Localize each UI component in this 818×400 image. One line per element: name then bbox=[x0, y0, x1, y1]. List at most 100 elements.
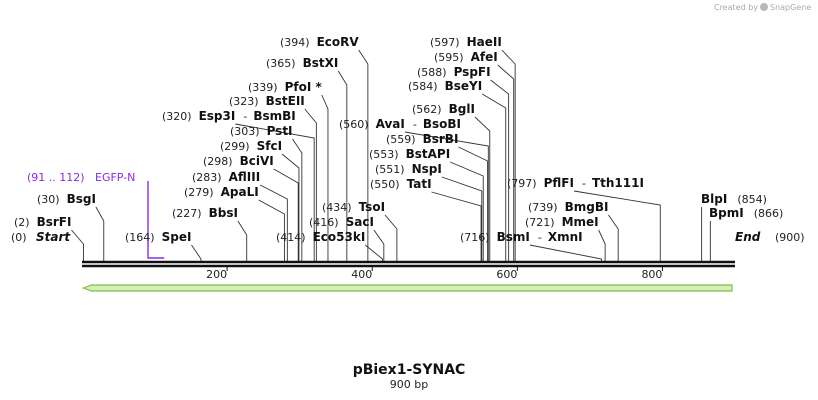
site-leader-line-spei bbox=[191, 244, 202, 262]
site-position-label: (797) bbox=[507, 177, 537, 190]
site-name-separator: - bbox=[413, 118, 417, 131]
site-name-label: ApaLI bbox=[221, 185, 259, 199]
site-name-label: NspI bbox=[412, 162, 442, 176]
site-bstapi: (553)BstAPI bbox=[369, 147, 450, 161]
site-esp3i: (320) Esp3I-BsmBI bbox=[162, 109, 296, 123]
axis-tick-label: 800 bbox=[641, 268, 662, 281]
site-name-label: PstI bbox=[267, 124, 293, 138]
site-position-label: (320) bbox=[162, 110, 192, 123]
site-name-label-secondary: Tth111I bbox=[592, 176, 644, 190]
feature-egfp-n: (91 .. 112) EGFP-N bbox=[27, 171, 165, 259]
site-position-label: (303) bbox=[230, 125, 260, 138]
site-leader-line-ecorv bbox=[358, 49, 369, 262]
snapgene-logo-icon bbox=[760, 3, 768, 11]
site-name-label: BseYI bbox=[445, 79, 483, 93]
site-name-label: SpeI bbox=[162, 230, 192, 244]
site-bstxi: (365)BstXI bbox=[266, 56, 338, 70]
axis-tick-label: 200 bbox=[206, 268, 227, 281]
site-leader-line-bsrfi bbox=[71, 229, 84, 262]
site-name-label: PspFI bbox=[454, 65, 491, 79]
credit-prefix: Created by bbox=[714, 3, 758, 12]
site-position-label: (559) bbox=[386, 133, 416, 146]
site-pspfi: (588)PspFI bbox=[417, 65, 491, 79]
site-pfoi: (339) PfoI * bbox=[248, 80, 322, 94]
site-name-label: MmeI bbox=[562, 215, 599, 229]
site-name-label: BglI bbox=[449, 102, 475, 116]
feature-layer: (91 .. 112) EGFP-N bbox=[27, 171, 165, 259]
site-name-separator: - bbox=[538, 231, 542, 244]
site-name-label: BstAPI bbox=[406, 147, 451, 161]
site-position-label: (584) bbox=[408, 80, 438, 93]
sequence-end-marker: End (900) bbox=[735, 230, 805, 244]
end-label: Start bbox=[36, 230, 71, 244]
site-name-label: Esp3I bbox=[199, 109, 236, 123]
site-position-label: (434) bbox=[322, 201, 352, 214]
site-name-label: PfoI * bbox=[285, 80, 323, 94]
site-name-label: BsmI bbox=[497, 230, 530, 244]
site-psti: (303) PstI bbox=[230, 124, 293, 138]
sequence-backbone bbox=[82, 260, 735, 268]
plasmid-name: pBiex1-SYNAC bbox=[353, 362, 466, 378]
site-name-label: Eco53kI bbox=[313, 230, 366, 244]
site-mmei: (721) MmeI bbox=[525, 215, 599, 229]
end-position-label: (0) bbox=[11, 231, 27, 244]
site-position-label: (30) bbox=[37, 193, 60, 206]
site-tati: (550) TatI bbox=[370, 177, 432, 191]
site-leader-line-pfoi bbox=[321, 94, 329, 262]
site-eco53ki: (414)Eco53kI bbox=[276, 230, 365, 244]
site-position-label: (283) bbox=[192, 171, 222, 184]
end-label: End bbox=[735, 230, 761, 244]
site-bsteii: (323)BstEII bbox=[229, 94, 305, 108]
site-position-label: (721) bbox=[525, 216, 555, 229]
site-name-label: SacI bbox=[346, 215, 374, 229]
site-afei: (595)AfeI bbox=[434, 50, 498, 64]
site-name-label: TatI bbox=[407, 177, 432, 191]
site-position-label: (551) bbox=[375, 163, 405, 176]
site-leader-line-apali bbox=[258, 199, 285, 262]
feature-name-label: EGFP-N bbox=[95, 171, 135, 184]
site-position-label: (394) bbox=[280, 36, 310, 49]
site-name-separator: - bbox=[243, 110, 247, 123]
axis-tick-label: 600 bbox=[496, 268, 517, 281]
site-ecorv: (394) EcoRV bbox=[280, 35, 359, 49]
site-leader-line-sfci bbox=[281, 153, 300, 262]
site-tsoi: (434)TsoI bbox=[322, 200, 385, 214]
end-position-label: (900) bbox=[775, 231, 805, 244]
label-layer: (2)BsrFI(30)BsgI(164)SpeI(227)BbsI(279)A… bbox=[11, 35, 805, 244]
site-position-label: (866) bbox=[754, 207, 784, 220]
site-position-label: (550) bbox=[370, 178, 400, 191]
site-position-label: (227) bbox=[172, 207, 202, 220]
site-bsgi: (30) BsgI bbox=[37, 192, 96, 206]
orf-arrow bbox=[81, 284, 733, 292]
site-name-label: BlpI bbox=[701, 192, 727, 206]
site-bsmi: (716)BsmI-XmnI bbox=[460, 230, 583, 244]
site-name-label-secondary: BsmBI bbox=[253, 109, 295, 123]
site-lines bbox=[71, 49, 711, 262]
site-leader-line-psti bbox=[292, 138, 303, 262]
site-position-label: (739) bbox=[528, 201, 558, 214]
site-name-label: BstXI bbox=[303, 56, 339, 70]
site-bsrfi: (2)BsrFI bbox=[14, 215, 71, 229]
site-name-label: AfeI bbox=[471, 50, 498, 64]
site-leader-line-mmei bbox=[598, 229, 606, 262]
site-bgli: (562) BglI bbox=[412, 102, 475, 116]
site-position-label: (562) bbox=[412, 103, 442, 116]
site-leader-line-bstxi bbox=[337, 70, 348, 262]
credit-brand: SnapGene bbox=[770, 3, 811, 12]
site-leader-line-bmgbi bbox=[608, 214, 619, 262]
feature-bracket bbox=[147, 181, 165, 259]
site-leader-line-nspi bbox=[441, 176, 483, 262]
site-position-label: (298) bbox=[203, 155, 233, 168]
site-position-label: (597) bbox=[430, 36, 460, 49]
site-afliii: (283)AflIII bbox=[192, 170, 260, 184]
feature-range-label: (91 .. 112) bbox=[27, 171, 85, 184]
site-position-label: (339) bbox=[248, 81, 278, 94]
site-leader-line-esp3i bbox=[235, 123, 315, 262]
site-name-label: BsgI bbox=[67, 192, 96, 206]
site-name-label: EcoRV bbox=[317, 35, 360, 49]
site-leader-line-afei bbox=[497, 64, 515, 262]
site-name-label-secondary: XmnI bbox=[548, 230, 583, 244]
site-bmgbi: (739)BmgBI bbox=[528, 200, 608, 214]
site-leader-line-pflfi bbox=[573, 190, 661, 262]
